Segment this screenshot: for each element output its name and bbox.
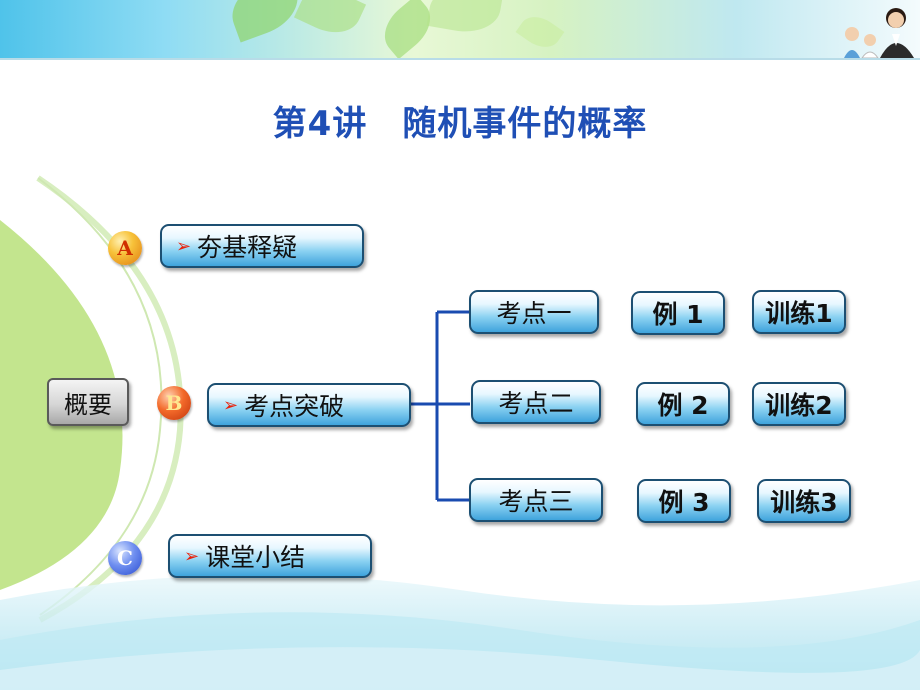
example-3-button[interactable]: 例 3 bbox=[637, 479, 731, 523]
kaodian-1-button[interactable]: 考点一 bbox=[469, 290, 599, 334]
training-2-button[interactable]: 训练2 bbox=[752, 382, 846, 426]
section-a-button[interactable]: ➢ 夯基释疑 bbox=[160, 224, 364, 268]
header-banner bbox=[0, 0, 920, 58]
section-c-label: 课堂小结 bbox=[205, 543, 306, 572]
training-1-button[interactable]: 训练1 bbox=[752, 290, 846, 334]
arrow-right-icon: ➢ bbox=[176, 235, 192, 257]
bottom-waves-decoration bbox=[0, 574, 920, 690]
arrow-right-icon: ➢ bbox=[223, 394, 239, 416]
overview-label: 概要 bbox=[47, 378, 129, 426]
badge-a-icon: A bbox=[108, 231, 142, 265]
badge-c-icon: C bbox=[108, 541, 142, 575]
arrow-right-icon: ➢ bbox=[184, 545, 200, 567]
training-3-button[interactable]: 训练3 bbox=[757, 479, 851, 523]
kaodian-3-button[interactable]: 考点三 bbox=[469, 478, 603, 522]
example-1-button[interactable]: 例 1 bbox=[631, 291, 725, 335]
people-illustration bbox=[844, 8, 914, 58]
section-b-button[interactable]: ➢ 考点突破 bbox=[207, 383, 411, 427]
page-title: 第4讲 随机事件的概率 bbox=[272, 104, 648, 144]
section-c-button[interactable]: ➢ 课堂小结 bbox=[168, 534, 372, 578]
example-2-button[interactable]: 例 2 bbox=[636, 382, 730, 426]
kaodian-2-button[interactable]: 考点二 bbox=[471, 380, 601, 424]
section-b-label: 考点突破 bbox=[244, 392, 345, 421]
section-a-label: 夯基释疑 bbox=[197, 233, 298, 262]
badge-b-icon: B bbox=[157, 386, 191, 420]
header-divider bbox=[0, 58, 920, 60]
